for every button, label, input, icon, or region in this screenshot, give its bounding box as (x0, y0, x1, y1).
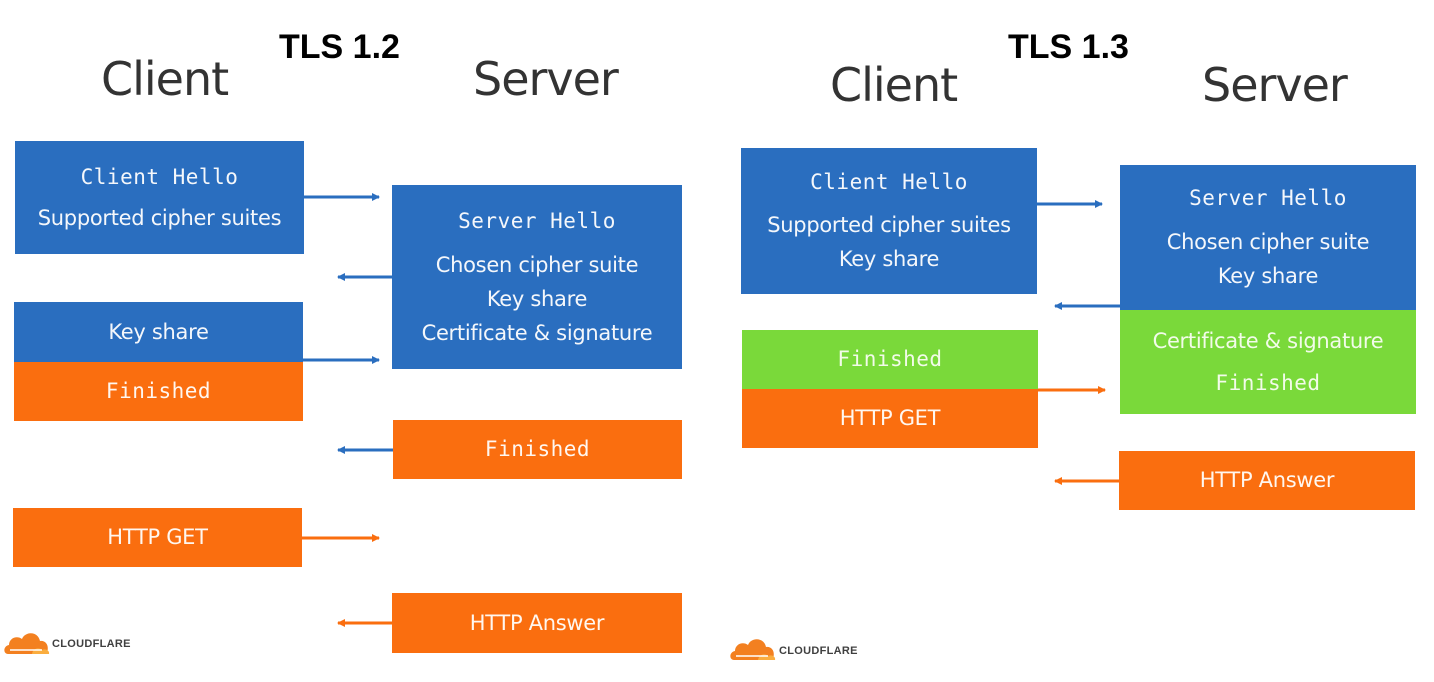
tls13-http-answer-box: HTTP Answer (1119, 451, 1415, 510)
tls12-client-key-share-box: Key share (14, 302, 303, 362)
tls13-server-cert-box: Certificate & signature Finished (1120, 310, 1416, 414)
tls13-http-get-box: HTTP GET (742, 389, 1038, 448)
tls12-http-answer-box: HTTP Answer (392, 593, 682, 653)
tls13-title: TLS 1.3 (1008, 28, 1129, 66)
tls13-server-chosen-cipher: Chosen cipher suite (1166, 230, 1370, 254)
tls12-server-hello-label: Server Hello (458, 208, 616, 233)
tls12-server-finished-box: Finished (393, 420, 682, 479)
tls13-client-hello-box: Client Hello Supported cipher suites Key… (741, 148, 1037, 294)
tls12-client-hello-label: Client Hello (80, 164, 239, 189)
tls13-server-key-share: Key share (1217, 264, 1319, 288)
tls13-server-finished: Finished (1215, 370, 1321, 395)
tls12-server-key-share: Key share (486, 286, 588, 311)
tls12-http-get-box: HTTP GET (13, 508, 302, 567)
tls13-server-heading: Server (1202, 58, 1348, 112)
tls13-server-hello-label: Server Hello (1189, 186, 1347, 210)
tls13-http-get-label: HTTP GET (839, 406, 941, 430)
cloudflare-cloud-icon (730, 639, 776, 660)
tls12-title: TLS 1.2 (279, 28, 400, 66)
tls12-http-answer-label: HTTP Answer (469, 610, 605, 635)
tls12-server-chosen-cipher: Chosen cipher suite (435, 252, 639, 277)
tls12-server-finished-label: Finished (484, 437, 591, 461)
tls13-client-finished-box: Finished (742, 330, 1038, 389)
tls13-server-certificate: Certificate & signature (1152, 328, 1384, 353)
tls13-client-key-share: Key share (838, 247, 940, 271)
tls13-client-hello-label: Client Hello (810, 170, 968, 194)
tls12-server-hello-box: Server Hello Chosen cipher suite Key sha… (392, 185, 682, 369)
tls12-client-heading: Client (101, 52, 229, 106)
tls13-client-finished-label: Finished (837, 347, 943, 371)
tls13-http-answer-label: HTTP Answer (1199, 468, 1335, 492)
tls12-client-supported-ciphers: Supported cipher suites (37, 205, 282, 230)
tls12-cloudflare-logo-text: CLOUDFLARE (52, 638, 131, 650)
tls12-client-finished-box: Finished (14, 362, 303, 421)
tls13-client-heading: Client (830, 58, 958, 112)
tls13-cloudflare-logo-text: CLOUDFLARE (779, 645, 858, 657)
tls12-client-finished-label: Finished (105, 379, 212, 403)
tls13-client-supported-ciphers: Supported cipher suites (767, 213, 1011, 237)
tls12-client-hello-box: Client Hello Supported cipher suites (15, 141, 304, 254)
tls12-client-key-share-label: Key share (108, 319, 209, 344)
tls12-server-heading: Server (473, 52, 619, 106)
tls12-http-get-label: HTTP GET (107, 525, 208, 549)
tls13-server-hello-box: Server Hello Chosen cipher suite Key sha… (1120, 165, 1416, 310)
cloudflare-cloud-icon (4, 633, 50, 654)
tls12-server-certificate: Certificate & signature (421, 320, 653, 345)
